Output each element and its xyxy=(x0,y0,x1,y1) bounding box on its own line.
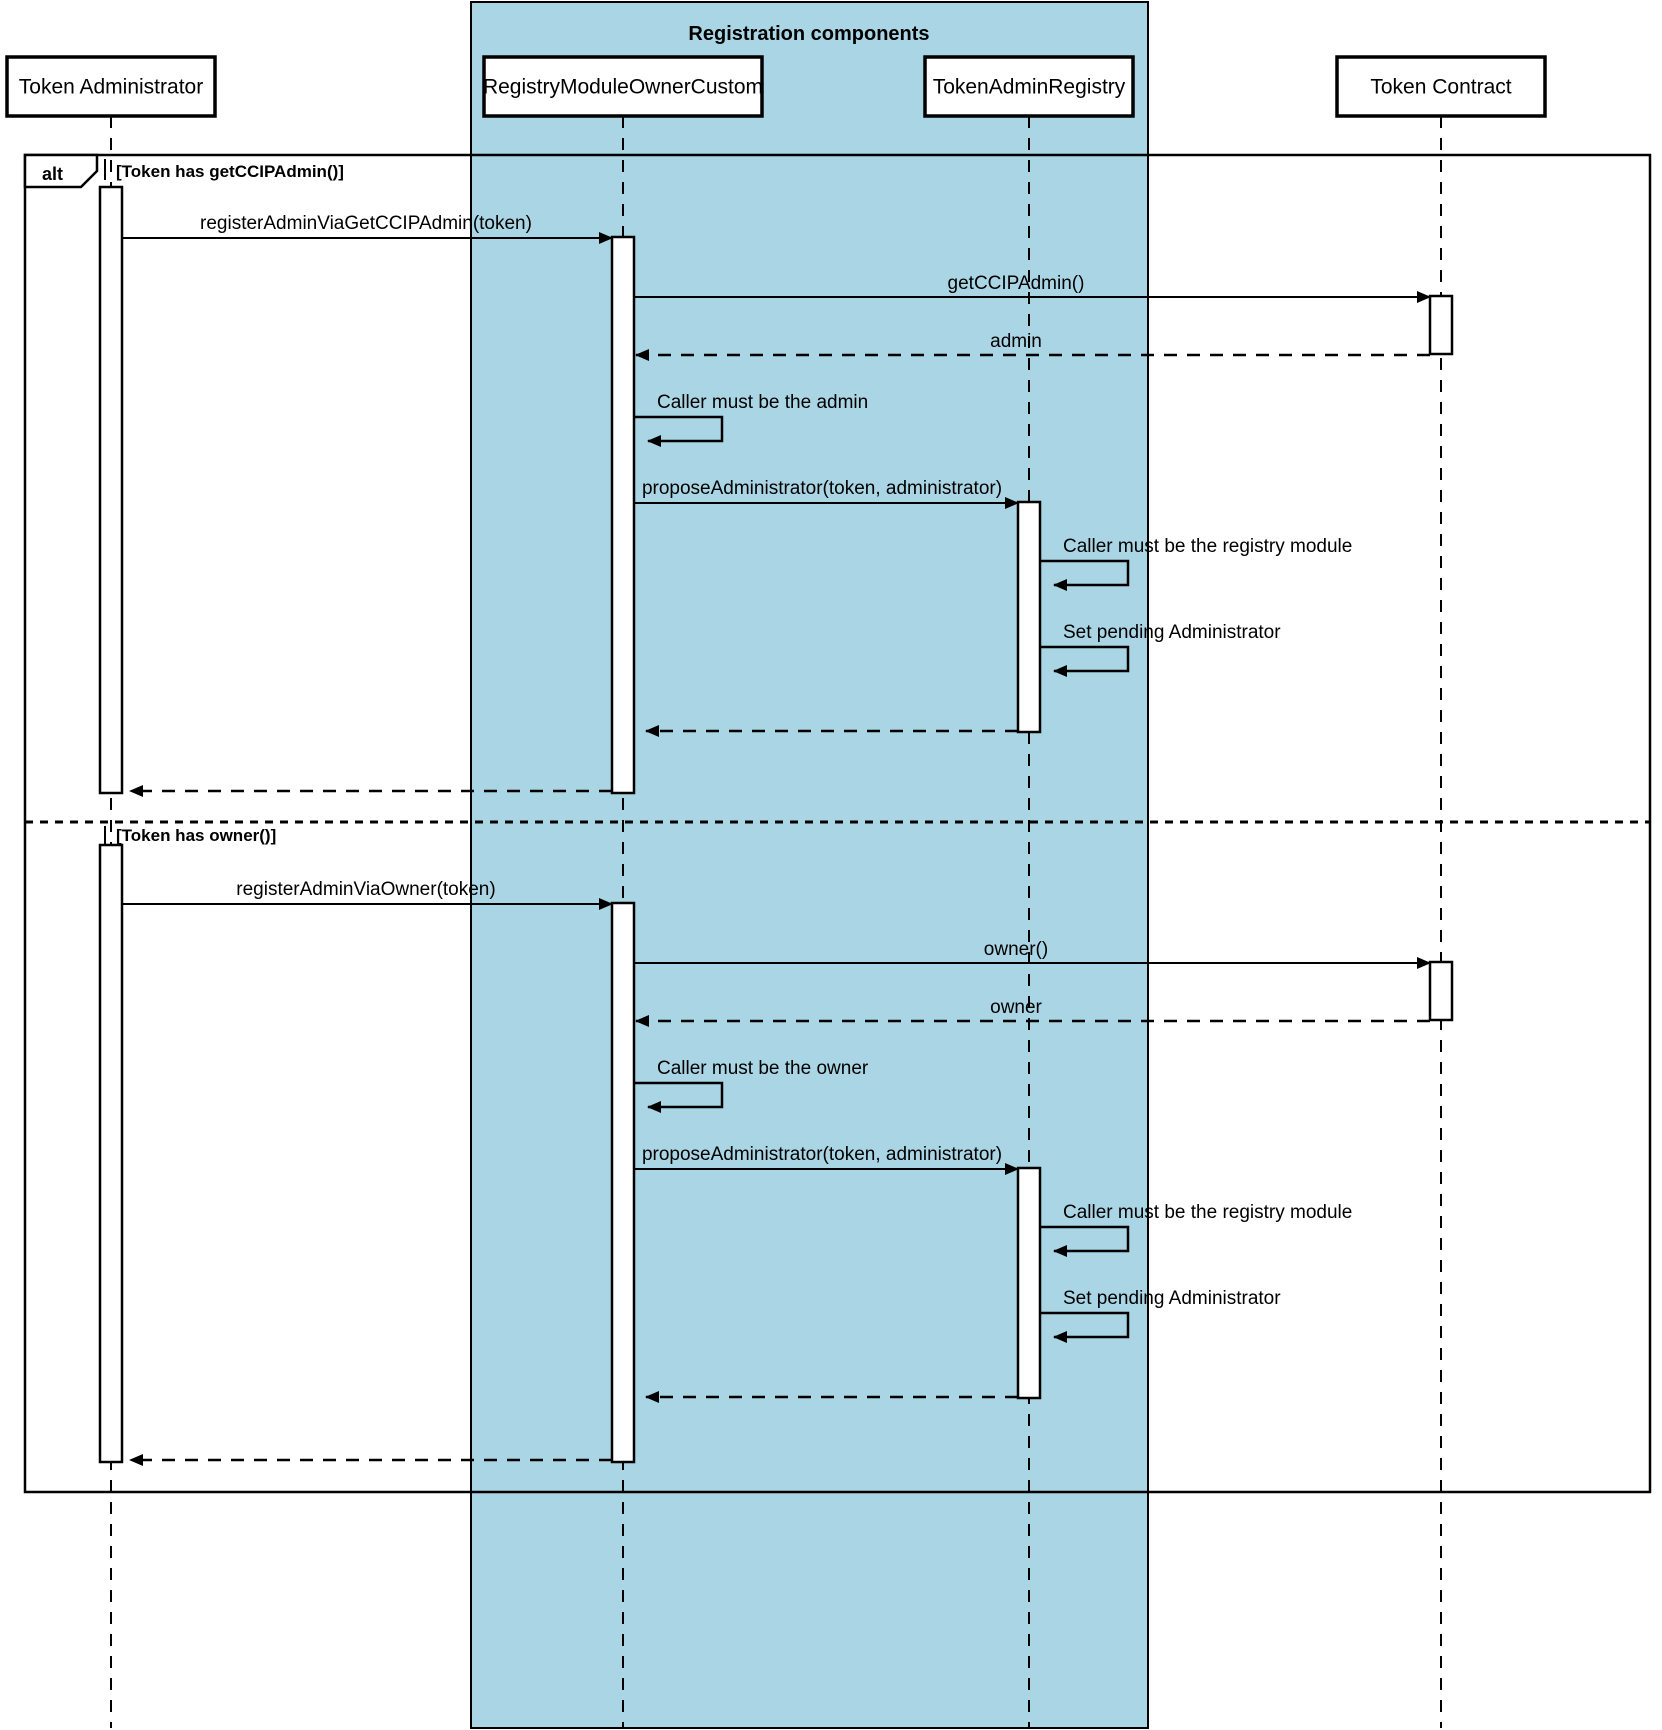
lifeline-label-token-admin-registry: TokenAdminRegistry xyxy=(933,76,1126,99)
self-message-caller-must-be-registry-module-2 xyxy=(1040,1225,1130,1257)
alt-branch-1-condition: [Token has getCCIPAdmin()] xyxy=(116,162,344,181)
message-label-register-admin-via-owner: registerAdminViaOwner(token) xyxy=(236,879,495,900)
alt-operator-label: alt xyxy=(42,164,63,184)
message-label-admin-return: admin xyxy=(990,331,1042,352)
self-message-caller-must-be-owner xyxy=(634,1081,724,1113)
lifeline-label-registry-module: RegistryModuleOwnerCustom xyxy=(483,76,763,99)
message-label-caller-must-be-registry-module-1: Caller must be the registry module xyxy=(1063,536,1352,557)
activation-token-contract-1 xyxy=(1428,294,1454,356)
message-label-set-pending-administrator-2: Set pending Administrator xyxy=(1063,1288,1281,1309)
lifeline-head-token-contract[interactable] xyxy=(1335,55,1547,118)
alt-branch-2-condition: [Token has owner()] xyxy=(116,826,276,845)
message-label-propose-administrator-2: proposeAdministrator(token, administrato… xyxy=(642,1144,1002,1165)
lifeline-label-token-contract: Token Contract xyxy=(1370,76,1511,99)
activation-registry-module-2 xyxy=(610,901,636,1464)
activation-admin-1 xyxy=(98,185,124,795)
message-label-set-pending-administrator-1: Set pending Administrator xyxy=(1063,622,1281,643)
message-label-owner-call: owner() xyxy=(984,939,1048,960)
activation-admin-2 xyxy=(98,843,124,1464)
message-label-caller-must-be-admin: Caller must be the admin xyxy=(657,392,868,413)
self-message-set-pending-administrator-2 xyxy=(1040,1311,1130,1343)
self-message-caller-must-be-registry-module-1 xyxy=(1040,559,1130,591)
message-label-register-admin-via-getccipadmin: registerAdminViaGetCCIPAdmin(token) xyxy=(200,213,532,234)
message-label-getccipadmin: getCCIPAdmin() xyxy=(948,273,1085,294)
activation-token-contract-2 xyxy=(1428,960,1454,1022)
alt-fragment-tab xyxy=(23,153,99,189)
message-label-caller-must-be-registry-module-2: Caller must be the registry module xyxy=(1063,1202,1352,1223)
message-label-propose-administrator-1: proposeAdministrator(token, administrato… xyxy=(642,478,1002,499)
lifeline-head-token-admin-registry[interactable] xyxy=(923,55,1135,118)
message-label-owner-return: owner xyxy=(990,997,1042,1018)
message-label-caller-must-be-owner: Caller must be the owner xyxy=(657,1058,869,1079)
lifeline-label-admin: Token Administrator xyxy=(19,76,203,99)
self-message-set-pending-administrator-1 xyxy=(1040,645,1130,677)
activation-token-admin-registry-1 xyxy=(1016,500,1042,734)
lifeline-head-admin[interactable] xyxy=(5,55,217,118)
self-message-caller-must-be-admin xyxy=(634,415,724,447)
group-registration-components xyxy=(470,1,1149,1729)
group-title: Registration components xyxy=(688,23,929,45)
activation-registry-module-1 xyxy=(610,235,636,795)
lifeline-head-registry-module[interactable] xyxy=(482,55,764,118)
activation-token-admin-registry-2 xyxy=(1016,1166,1042,1400)
